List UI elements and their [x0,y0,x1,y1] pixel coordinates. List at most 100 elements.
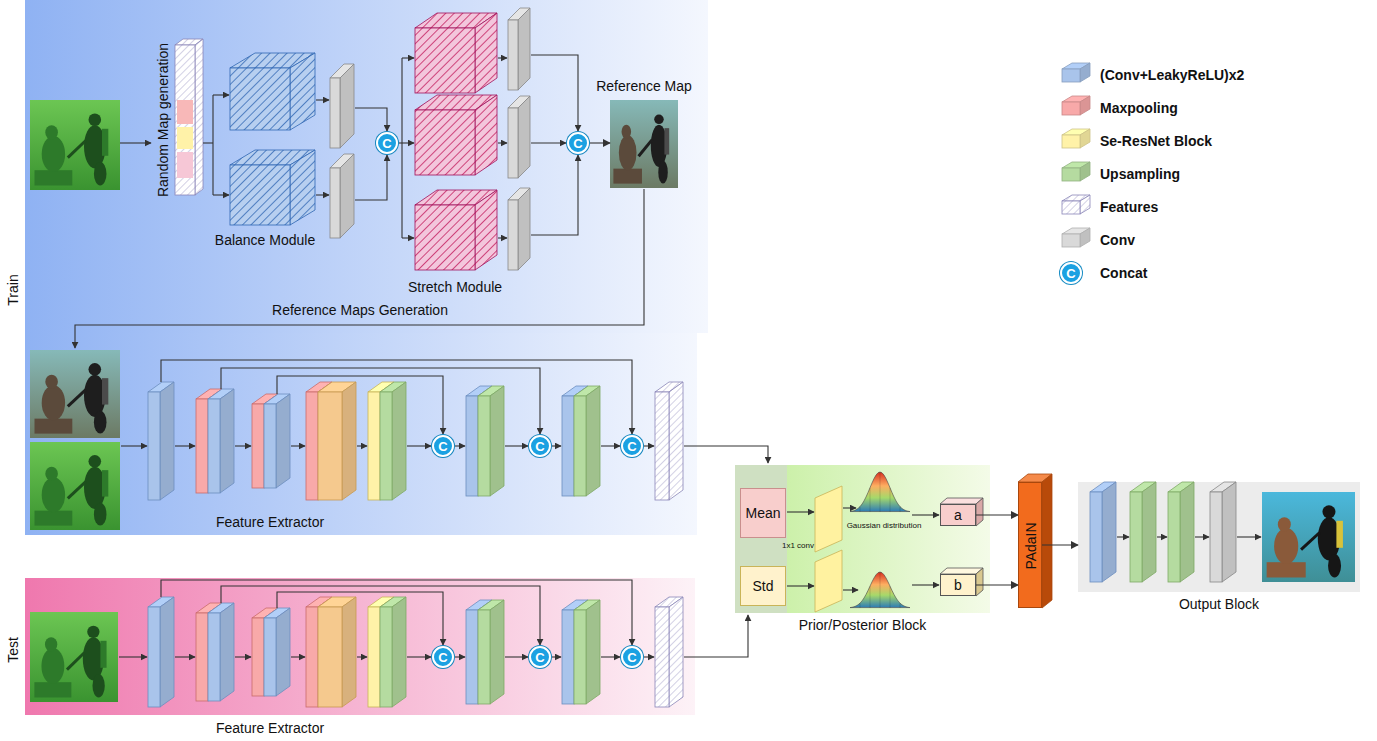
photo-shape [35,419,73,434]
concat-node: C [529,646,551,668]
underwater-photo [610,100,678,188]
photo-shape [100,641,106,668]
flow-arrow [75,189,644,348]
photo-shape [89,363,102,376]
photo-shape [35,170,73,185]
random-map-box [195,39,203,195]
layer-block [318,392,342,500]
layer-block [264,394,278,488]
flow-arrow [684,615,748,657]
layer-block [196,399,208,493]
flow-arrow [1237,536,1261,537]
test-panel: TestCCC [25,578,695,715]
gaussian-grid [870,488,871,512]
legend-text: Maxpooling [1100,100,1178,116]
node-text: Output Block [1179,596,1259,612]
layer-block [490,600,504,704]
gaussian-surface [850,572,910,608]
layer-block [1090,492,1102,582]
node-text: Test [5,637,21,663]
node-text: C [535,440,544,453]
underwater-photo [30,442,120,530]
conv1x1-slab [815,486,842,552]
flow-arrow [316,99,329,100]
flow-arrow [644,656,654,657]
gaussian-surface [850,472,910,512]
conv-block [508,200,518,270]
legend-swatch [1062,195,1090,214]
layer-block [252,404,264,488]
legend-swatch [1062,96,1090,115]
conv-block [508,20,518,90]
flow-arrow [1117,536,1129,537]
photo-shape [87,626,99,638]
layer-block [160,597,174,707]
underwater-photo [30,100,120,190]
connector [976,514,1018,515]
output-block-ground [1078,482,1360,592]
balance-block [230,68,290,130]
layer-block [220,389,234,493]
flow-arrow [843,507,856,508]
layer-block [380,382,394,500]
gaussian-grid [870,586,871,608]
photo-shape [35,511,73,526]
layer-block [264,608,278,696]
random-map-generation: Random Map generation [175,45,195,195]
prior-posterior-block: Prior/Posterior BlockMeanStdab [735,465,990,613]
photo-shape [654,115,664,125]
flow-arrow [552,656,561,657]
flow-arrow [684,446,768,463]
gaussian-grid [860,603,861,608]
flow-arrow [843,589,858,590]
node-text: C [627,440,636,453]
flow-arrow [552,445,561,446]
padain-block: PAdaIN [1018,482,1042,608]
legend-swatch-ring [1059,261,1083,285]
train-panel: TrainRandom Map generationCCReference Ma… [25,0,708,535]
flow-arrow [277,376,443,434]
flow-arrow [407,445,431,446]
flow-arrow [787,511,814,512]
section-label: Reference Maps Generation [272,302,448,318]
layer-block [586,386,600,496]
flow-arrow [355,108,387,131]
conv1x1-slab [815,550,842,612]
legend-text: Conv [1100,232,1135,248]
node-text: Std [752,578,773,594]
operation-label: 1x1 conv [782,541,814,551]
photo-shape [1301,533,1320,550]
flow-arrow [531,142,566,143]
module-label: Balance Module [215,232,315,248]
flow-arrow [212,95,213,195]
flow-arrow [203,142,213,143]
legend-swatch [1062,63,1090,82]
flow-arrow [1195,536,1209,537]
flow-arrow [175,656,195,657]
photo-shape [94,503,107,526]
photo-shape [102,129,108,156]
b-box-face [976,568,983,596]
legend-swatch [1080,195,1090,214]
flow-arrow [498,142,507,143]
photo-shape [45,467,58,481]
legend-swatch [1062,135,1080,148]
test-panel-ground [25,578,695,715]
balance-block [230,165,290,225]
module-label: Stretch Module [408,279,502,295]
flow-arrow [235,656,251,657]
layer-block [264,618,276,696]
flow-arrow [531,55,578,131]
gaussian-grid [860,507,861,512]
layer-block [276,608,290,696]
photo-shape [42,477,65,512]
flow-arrow [277,592,443,645]
flow-arrow [316,194,329,195]
conv-block [330,168,340,238]
legend-text: Concat [1100,265,1147,281]
conv-block [518,8,530,90]
operation-label: Gaussian distribution [847,521,922,531]
features-block [655,607,669,707]
flow-arrow [1157,536,1167,537]
legend-swatch [1062,69,1080,82]
